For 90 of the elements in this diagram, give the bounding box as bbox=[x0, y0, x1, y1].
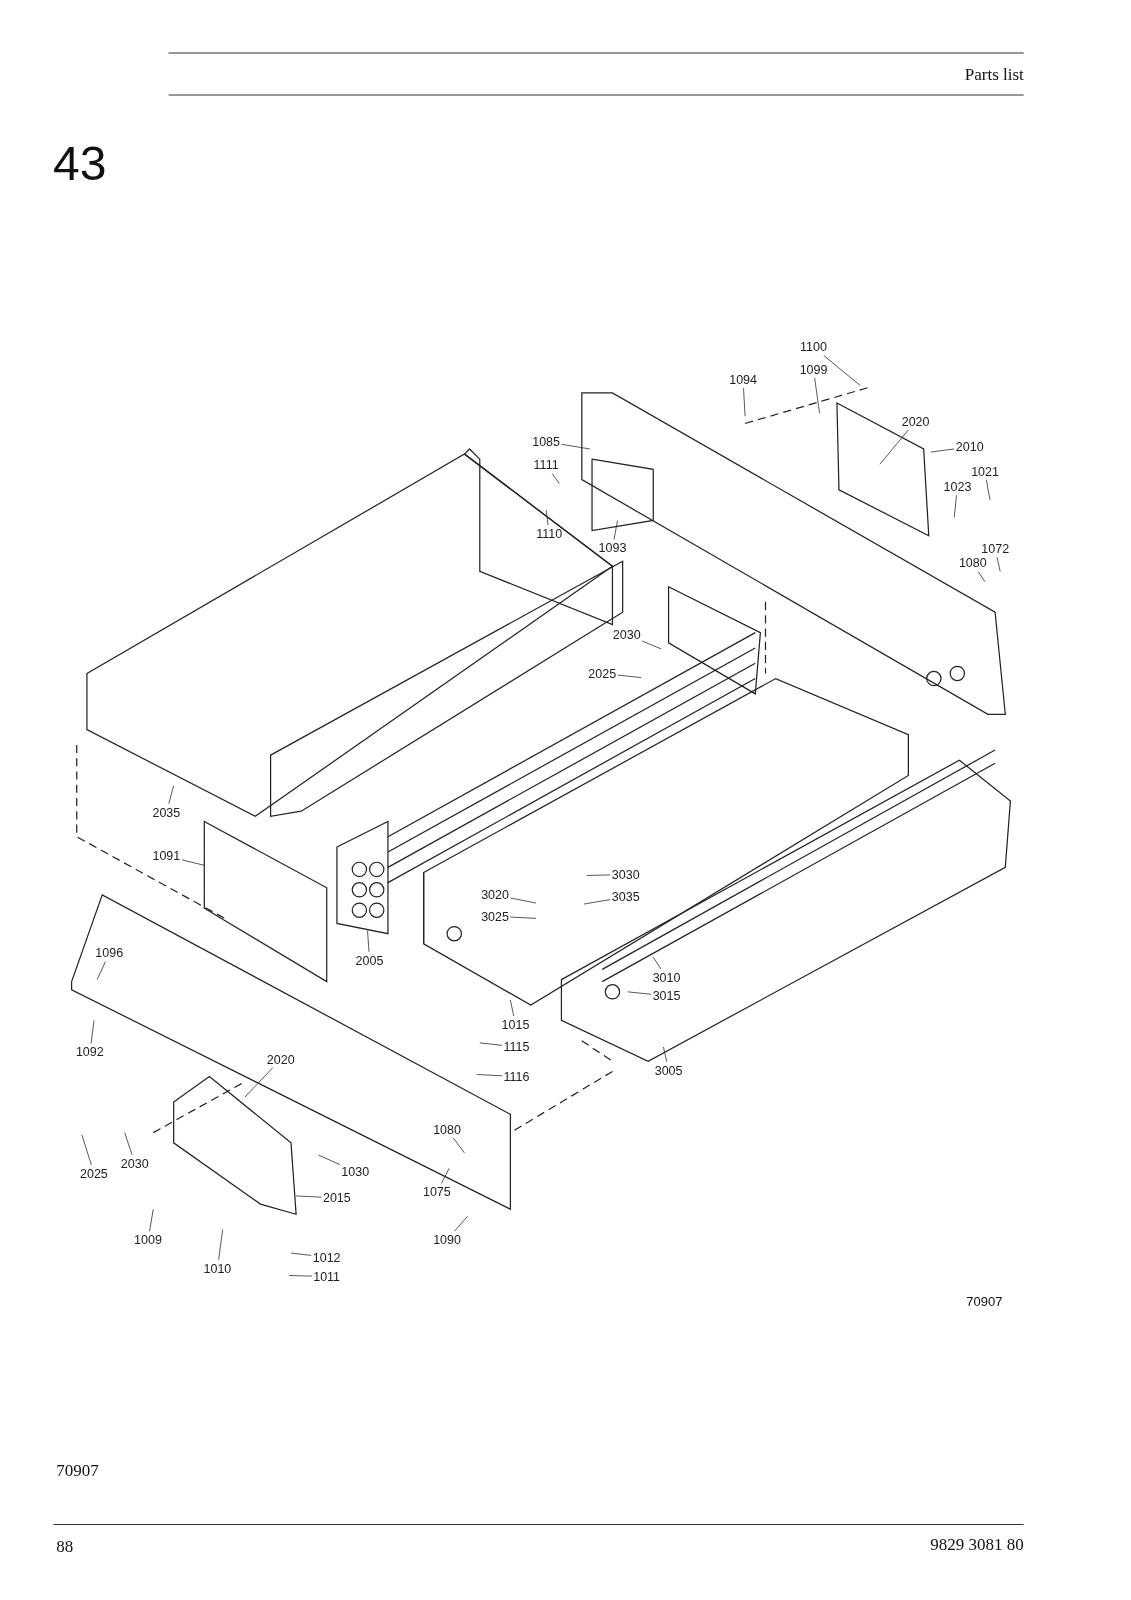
leader-line bbox=[81, 1134, 92, 1166]
callout-number: 1115 bbox=[503, 1040, 530, 1055]
leader-line bbox=[977, 571, 986, 583]
callout-number: 2025 bbox=[80, 1166, 108, 1181]
leader-line bbox=[181, 859, 205, 866]
callout-number: 2035 bbox=[152, 805, 181, 820]
callout-number: 3030 bbox=[611, 867, 640, 882]
leader-line bbox=[823, 355, 861, 387]
leader-line bbox=[295, 1195, 322, 1198]
callout-number: 1009 bbox=[134, 1233, 162, 1248]
leader-line bbox=[510, 897, 537, 904]
callout-number: 1094 bbox=[729, 372, 757, 387]
leader-line bbox=[586, 874, 611, 876]
callout-number: 1012 bbox=[312, 1250, 341, 1265]
callout-number: 2020 bbox=[266, 1052, 295, 1067]
callout-number: 3020 bbox=[481, 888, 509, 903]
page-number: 88 bbox=[56, 1537, 74, 1558]
callout-number: 1075 bbox=[422, 1185, 451, 1200]
callout-number: 1015 bbox=[501, 1017, 530, 1032]
callout-number: 3015 bbox=[652, 989, 681, 1004]
leader-line bbox=[168, 785, 175, 805]
callout-number: 1096 bbox=[95, 946, 124, 961]
leader-line bbox=[453, 1137, 465, 1154]
callout-number: 1091 bbox=[152, 849, 181, 864]
leader-line bbox=[149, 1208, 154, 1232]
drawing-number: 70907 bbox=[966, 1294, 1003, 1310]
leader-line bbox=[479, 1042, 503, 1046]
callout-number: 3025 bbox=[481, 909, 509, 924]
leader-line bbox=[561, 443, 591, 450]
leader-line bbox=[930, 448, 955, 453]
section-number: 43 bbox=[53, 135, 107, 191]
callout-number: 2015 bbox=[322, 1191, 351, 1206]
leader-line bbox=[663, 1046, 668, 1063]
leader-line bbox=[318, 1154, 341, 1165]
leader-line bbox=[290, 1252, 312, 1256]
leader-line bbox=[641, 640, 662, 650]
callout-number: 1100 bbox=[800, 340, 827, 355]
leader-line bbox=[814, 377, 820, 414]
leader-line bbox=[953, 494, 957, 518]
document-number: 9829 3081 80 bbox=[930, 1535, 1024, 1556]
callout-number: 1116 bbox=[503, 1069, 530, 1084]
callout-number: 1111 bbox=[533, 458, 559, 473]
leader-line bbox=[244, 1067, 274, 1098]
leader-line bbox=[652, 956, 662, 970]
callout-number: 3010 bbox=[652, 970, 681, 985]
callout-number: 1023 bbox=[943, 479, 972, 494]
callout-number: 1099 bbox=[799, 362, 828, 377]
callout-number: 1072 bbox=[981, 542, 1010, 557]
callout-number: 2030 bbox=[612, 627, 641, 642]
callout-number: 1080 bbox=[433, 1122, 461, 1137]
callout-number: 1085 bbox=[532, 435, 560, 449]
leader-line bbox=[613, 520, 618, 540]
leader-line bbox=[551, 473, 560, 485]
callout-number: 2020 bbox=[901, 414, 930, 429]
callout-number: 1080 bbox=[958, 556, 987, 571]
callout-number: 2030 bbox=[120, 1156, 149, 1171]
callout-number: 1092 bbox=[75, 1045, 104, 1060]
callout-number: 2010 bbox=[955, 440, 984, 455]
leader-line bbox=[454, 1215, 468, 1232]
leader-line bbox=[510, 916, 537, 919]
callout-number: 1010 bbox=[203, 1261, 232, 1276]
callout-number: 1030 bbox=[341, 1164, 370, 1179]
callout-number: 1021 bbox=[971, 464, 999, 479]
leader-line bbox=[617, 674, 642, 678]
leader-line bbox=[476, 1074, 503, 1077]
leader-line bbox=[583, 899, 611, 905]
callout-number: 1090 bbox=[433, 1233, 461, 1248]
leader-line bbox=[440, 1167, 450, 1184]
leader-line bbox=[96, 961, 106, 980]
callout-number: 2005 bbox=[355, 953, 384, 968]
leader-line bbox=[510, 999, 515, 1017]
leader-line bbox=[218, 1229, 224, 1261]
header-text: Parts list bbox=[964, 65, 1024, 86]
callout-number: 1011 bbox=[313, 1269, 341, 1284]
callout-number: 1110 bbox=[536, 526, 563, 541]
drawing-reference: 70907 bbox=[56, 1460, 99, 1481]
leader-line bbox=[288, 1275, 313, 1277]
leader-line bbox=[545, 509, 549, 526]
callout-number: 2025 bbox=[588, 666, 617, 681]
leader-line bbox=[986, 479, 991, 501]
leader-line bbox=[879, 429, 909, 465]
callout-number: 1093 bbox=[598, 541, 627, 556]
leader-line bbox=[743, 387, 746, 417]
leader-line bbox=[90, 1020, 95, 1044]
leader-line bbox=[627, 991, 652, 995]
callout-number: 3035 bbox=[611, 890, 640, 905]
leader-line bbox=[124, 1132, 133, 1156]
leader-line bbox=[996, 557, 1001, 572]
leader-line bbox=[367, 930, 370, 953]
callout-number: 3005 bbox=[654, 1063, 683, 1078]
